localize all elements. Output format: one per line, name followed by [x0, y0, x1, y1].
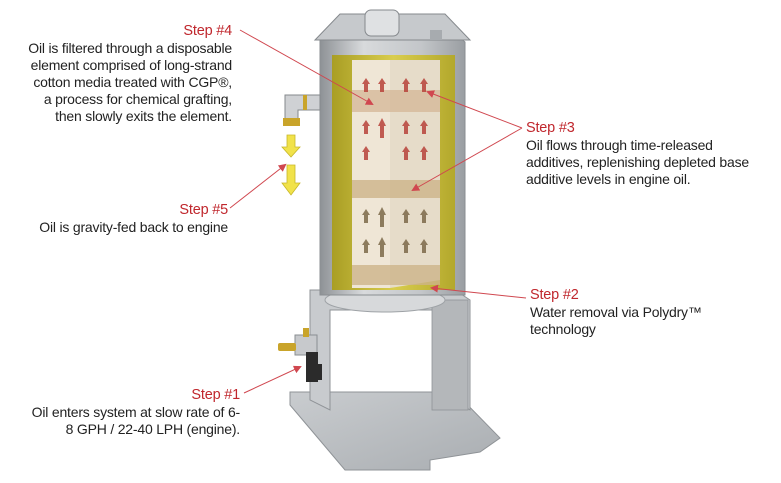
- step-1-title: Step #1: [191, 387, 240, 403]
- leader-lines: [229, 29, 527, 394]
- step-1-callout: Step #1 Oil enters system at slow rate o…: [0, 387, 241, 438]
- step-3-callout: Step #3 Oil flows through time-released …: [526, 120, 776, 188]
- outlet-elbow-fitting: [283, 94, 321, 126]
- step-5-callout: Step #5 Oil is gravity-fed back to engin…: [0, 202, 228, 236]
- step-5-title: Step #5: [179, 202, 228, 218]
- step-2-description: Water removal via Polydry™ technology: [530, 304, 702, 337]
- filter-canister: [319, 29, 466, 296]
- return-flow-arrows: [281, 134, 301, 196]
- step-3-title: Step #3: [526, 120, 575, 136]
- step-5-description: Oil is gravity-fed back to engine: [39, 219, 228, 235]
- step-4-title: Step #4: [183, 23, 232, 39]
- inlet-valve-fitting: [278, 328, 322, 382]
- step-1-description: Oil enters system at slow rate of 6- 8 G…: [31, 404, 241, 437]
- housing-lid: [313, 9, 472, 41]
- step-3-description: Oil flows through time-released additive…: [526, 137, 749, 187]
- flow-arrows: [362, 78, 428, 160]
- step-2-callout: Step #2 Water removal via Polydry™ techn…: [530, 287, 770, 338]
- step-2-title: Step #2: [530, 287, 579, 303]
- mounting-bracket: [289, 287, 501, 471]
- step-4-callout: Step #4 Oil is filtered through a dispos…: [0, 23, 232, 125]
- step-4-description: Oil is filtered through a disposable ele…: [28, 40, 232, 124]
